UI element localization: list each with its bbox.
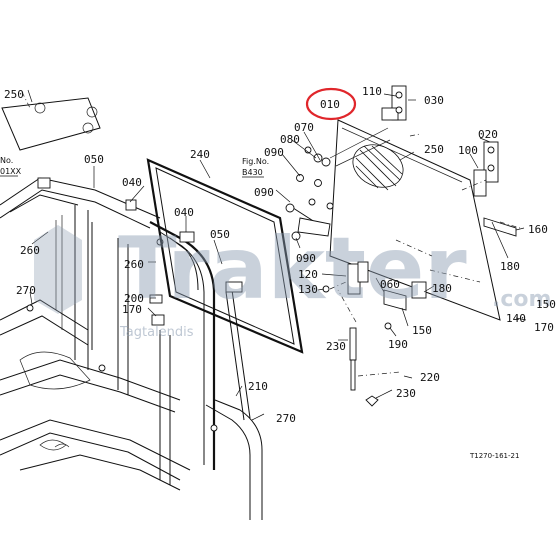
callout-040-b: 040 xyxy=(174,206,194,219)
drawing-code: T1270-161-21 xyxy=(469,452,519,460)
fig-ref-line2: B430 xyxy=(242,168,263,177)
callout-020: 020 xyxy=(478,128,498,141)
callout-010-highlighted: 010 xyxy=(320,98,340,111)
callout-250-glass: 250 xyxy=(424,143,444,156)
callout-050-mid: 050 xyxy=(210,228,230,241)
callout-210: 210 xyxy=(248,380,268,393)
callout-160: 160 xyxy=(528,223,548,236)
callout-050-left: 050 xyxy=(84,153,104,166)
callout-220: 220 xyxy=(420,371,440,384)
callout-230-a: 230 xyxy=(326,340,346,353)
callout-090-c: 090 xyxy=(296,252,316,265)
callout-090-b: 090 xyxy=(254,186,274,199)
door-glass-assembly xyxy=(285,85,521,407)
fig-ref-line1: Fig.No. xyxy=(242,157,269,166)
frame-reference: No. 01XX xyxy=(0,156,22,177)
callout-240: 240 xyxy=(190,148,210,161)
callout-180-a: 180 xyxy=(500,260,520,273)
callout-040-a: 040 xyxy=(122,176,142,189)
callout-260-b: 260 xyxy=(124,258,144,271)
callout-270-b: 270 xyxy=(276,412,296,425)
watermark: Trakter .com Tagtalendis xyxy=(34,219,551,340)
watermark-com: .com xyxy=(492,287,551,312)
callout-100: 100 xyxy=(458,144,478,157)
callout-120: 120 xyxy=(298,268,318,281)
callout-260-a: 260 xyxy=(20,244,40,257)
watermark-sub: Tagtalendis xyxy=(119,325,194,340)
highlight-ring xyxy=(305,87,357,121)
callout-170: 170 xyxy=(122,303,142,316)
watermark-logo-icon xyxy=(34,225,82,314)
watermark-text: Trakter xyxy=(118,219,467,319)
callout-110: 110 xyxy=(362,85,382,98)
callout-090-a: 090 xyxy=(264,146,284,159)
gasket-plate-250 xyxy=(1,91,101,151)
cab-frame xyxy=(0,158,304,520)
callout-150-b: 150 xyxy=(536,298,556,311)
callout-030: 030 xyxy=(424,94,444,107)
frame-ref-line2: 01XX xyxy=(0,167,22,176)
fig-reference: Fig.No. B430 xyxy=(242,157,269,178)
callout-170-right: 170 xyxy=(534,321,554,334)
callout-060: 060 xyxy=(380,278,400,291)
callout-130: 130 xyxy=(298,283,318,296)
callout-080: 080 xyxy=(280,133,300,146)
callout-190: 190 xyxy=(388,338,408,351)
frame-ref-line1: No. xyxy=(0,156,13,165)
callout-230-b: 230 xyxy=(396,387,416,400)
callouts: 250 050 040 240 040 050 260 260 270 200 … xyxy=(4,85,556,425)
callout-250-gasket: 250 xyxy=(4,88,24,101)
leader-lines xyxy=(27,89,527,421)
callout-180-b: 180 xyxy=(432,282,452,295)
callout-150-a: 150 xyxy=(412,324,432,337)
callout-270-a: 270 xyxy=(16,284,36,297)
callout-140: 140 xyxy=(506,312,526,325)
callout-200: 200 xyxy=(124,292,144,305)
callout-070: 070 xyxy=(294,121,314,134)
